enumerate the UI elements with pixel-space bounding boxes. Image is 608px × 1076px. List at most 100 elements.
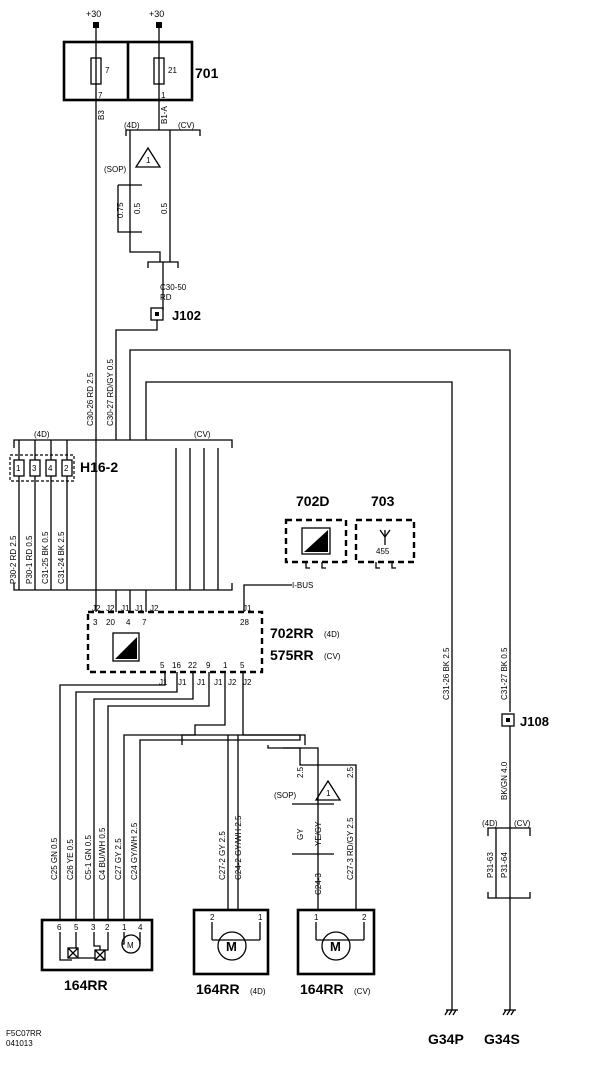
702rr-top-conn-4: J2: [150, 604, 159, 613]
module-702d-id: 702D: [296, 493, 329, 509]
164rr-cv-pin-1: 1: [314, 913, 319, 922]
702rr-bottom-conn-5: J2: [243, 678, 252, 687]
warning-number-upper: 1: [146, 156, 151, 165]
fuse-pin-left: 7: [98, 91, 103, 100]
warning-number-lower: 1: [326, 789, 331, 798]
fuse-7-number: 7: [105, 66, 110, 75]
conn-c30-50: C30-50: [160, 283, 187, 292]
ground-g34p: G34P: [428, 1031, 464, 1047]
702rr-bottom-pin-3: 9: [206, 661, 211, 670]
module-702d-icon: [301, 527, 331, 555]
trunk-wire-1: C30-26 RD 2.5: [86, 372, 95, 426]
component-164rr-4d: [192, 908, 270, 976]
164rr-cv-m: M: [330, 939, 341, 954]
fuse-21-number: 21: [168, 66, 177, 75]
footer-code: F5C07RR: [6, 1029, 42, 1038]
ground-icon-g34s: [502, 1009, 516, 1016]
164rr-cv-pin-2: 2: [362, 913, 367, 922]
switch-icon-2: [94, 949, 106, 961]
conn-b1a: B1-A: [160, 106, 169, 124]
motor-splice-bracket: [181, 734, 306, 745]
702rr-top-pin-2: 4: [126, 618, 131, 627]
702rr-top-pin-3: 7: [142, 618, 147, 627]
164rr-4d-pin-1: 1: [258, 913, 263, 922]
164rr-pin-3: 3: [91, 923, 96, 932]
h16-wire-c31-24: C31-24 BK 2.5: [57, 531, 66, 584]
h16-pin-4: 4: [48, 464, 53, 473]
ground-icon-g34p: [444, 1009, 458, 1016]
fuse-box-id: 701: [195, 65, 219, 81]
comp-164rr-c-opt: (CV): [354, 987, 371, 996]
motor-icon-cv: [321, 931, 351, 961]
702rr-top-conn-3: J1: [135, 604, 144, 613]
module-703-id: 703: [371, 493, 395, 509]
opt-sop-lower: (SOP): [274, 791, 297, 800]
lower-wire-c4: C4 BU/WH 0.5: [98, 827, 107, 880]
h16-wire-p30-1: P30-1 RD 0.5: [25, 535, 34, 584]
164rr-pin-5: 5: [74, 923, 79, 932]
comp-164rr-a: 164RR: [64, 977, 108, 993]
supply-right-terminal: [156, 22, 162, 28]
motor-wire-25-a: 2.5: [296, 766, 305, 778]
footer-date: 041013: [6, 1039, 33, 1048]
lower-wire-c26: C26 YE 0.5: [66, 839, 75, 880]
h16-wire-p30-2: P30-2 RD 2.5: [9, 535, 18, 584]
702rr-top-pin-1: 20: [106, 618, 115, 627]
h16-id: H16-2: [80, 459, 118, 475]
motor-wire-c24-2: C24-2 GY/WH 2.5: [234, 815, 243, 880]
fuse-pin-right: 1: [161, 91, 166, 100]
wire-c31-26: [145, 381, 453, 1010]
motor-wire-yegy: YE/GY: [314, 821, 323, 846]
lower-wire-c24: C24 GY/WH 2.5: [130, 822, 139, 880]
antenna-icon: [379, 529, 391, 545]
component-164rr-cv: [296, 908, 376, 976]
warning-triangle-lower: [314, 779, 342, 801]
164rr-left-m: M: [127, 941, 134, 950]
h16-pin-2: 2: [64, 464, 69, 473]
164rr-pin-6: 6: [57, 923, 62, 932]
wire-075: 0.75: [116, 202, 125, 218]
ground-wire-bkgn: BK/GN 4.0: [500, 761, 509, 800]
h16-pin-3: 3: [32, 464, 37, 473]
conn-c30-50-color: RD: [160, 293, 172, 302]
702rr-top-conn-0: J2: [92, 604, 101, 613]
motor-wire-c27-2: C27-2 GY 2.5: [218, 831, 227, 880]
component-164rr-left: [40, 918, 154, 972]
opt-cv-h16: (CV): [194, 430, 211, 439]
wire-c31-27: [129, 349, 511, 712]
conn-b3: B3: [97, 110, 106, 120]
motor-wire-c27-3: C27-3 RD/GY 2.5: [346, 817, 355, 880]
splice-j108: [501, 713, 515, 727]
supply-right-label: +30: [149, 9, 164, 19]
h16-bottom-bracket: [13, 583, 233, 591]
opt-4d-p31: (4D): [482, 819, 498, 828]
ground-g34s: G34S: [484, 1031, 520, 1047]
module-702rr-id: 702RR: [270, 625, 314, 641]
702rr-bottom-pin-2: 22: [188, 661, 197, 670]
opt-cv-upper: (CV): [178, 121, 195, 130]
702rr-bottom-conn-3: J1: [214, 678, 223, 687]
p31-63: P31-63: [486, 852, 495, 878]
164rr-4d-pin-2: 2: [210, 913, 215, 922]
opt-cv-p31: (CV): [514, 819, 531, 828]
option-bracket-upper: [125, 129, 201, 136]
702rr-bottom-pin-5: 5: [240, 661, 245, 670]
lower-wire-c25: C25 GN 0.5: [50, 837, 59, 880]
comp-164rr-b-opt: (4D): [250, 987, 266, 996]
module-702rr-opt: (4D): [324, 630, 340, 639]
splice-j102-label: J102: [172, 308, 201, 323]
164rr-4d-m: M: [226, 939, 237, 954]
lower-wire-c27: C27 GY 2.5: [114, 838, 123, 880]
702rr-bottom-pin-0: 5: [160, 661, 165, 670]
option-bracket-p31: [487, 827, 531, 836]
wire-05-a: 0.5: [133, 202, 142, 214]
warning-triangle-upper: [134, 146, 162, 168]
trunk-wire-2: C30-27 RD/GY 0.5: [106, 358, 115, 426]
motor-wire-c24-3: C24-3: [314, 873, 323, 895]
comp-164rr-b: 164RR: [196, 981, 240, 997]
164rr-pin-4: 4: [138, 923, 143, 932]
opt-4d-upper: (4D): [124, 121, 140, 130]
motor-icon-4d: [217, 931, 247, 961]
